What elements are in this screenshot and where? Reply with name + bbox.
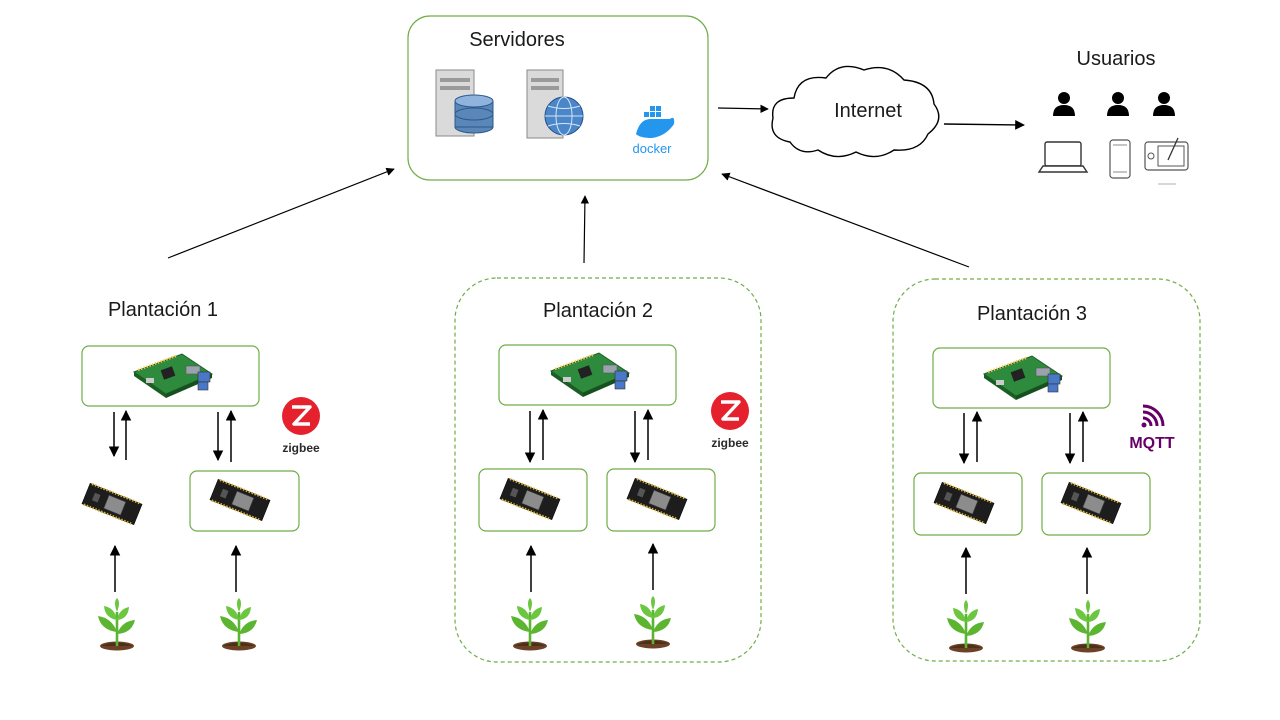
user-icon [1107,92,1129,116]
plantation-boundary [892,278,1201,662]
plantation-1: Plantación 1 zigbee [80,299,322,652]
docker-label: docker [632,141,672,156]
plantation-boundary [454,277,762,663]
web-server-icon [526,69,584,139]
plantation-title: Plantación 2 [543,300,653,322]
plantation-title: Plantación 1 [108,299,218,321]
plantation-2: Plantación 2 zigbee [454,277,762,663]
plant-sprout-icon [509,596,550,652]
docker-logo: docker [632,106,675,156]
plantation2-to-servers-arrow [580,195,590,264]
plant-sprout-icon [218,596,259,652]
servers-to-internet-arrow [717,104,769,114]
plant-sprout-icon [1067,598,1108,654]
esp32-board-icon [80,482,144,526]
internet-cloud-icon [771,65,940,158]
plantation1-to-servers-arrow [167,167,395,259]
users-title: Usuarios [1077,48,1156,70]
plantation-title: Plantación 3 [977,303,1087,325]
smartphone-icon [1109,139,1131,179]
zigbee-logo [709,390,751,432]
database-server-icon [435,69,494,137]
zigbee-logo [280,395,322,437]
plantation3-to-servers-arrow [721,172,970,268]
mqtt-logo [1141,404,1165,428]
internet-to-users-arrow [943,119,1025,130]
plantation-3: Plantación 3 MQTT [892,278,1201,662]
protocol-label: MQTT [1129,435,1175,452]
tablet-icon [1144,137,1189,185]
plant-sprout-icon [945,598,986,654]
laptop-icon [1037,141,1089,173]
user-icon [1153,92,1175,116]
servers-title: Servidores [469,29,565,51]
plant-sprout-icon [632,594,673,650]
protocol-label: zigbee [282,441,320,455]
plant-sprout-icon [96,596,137,652]
protocol-label: zigbee [711,436,749,450]
internet-label: Internet [834,100,902,122]
user-icon [1053,92,1075,116]
